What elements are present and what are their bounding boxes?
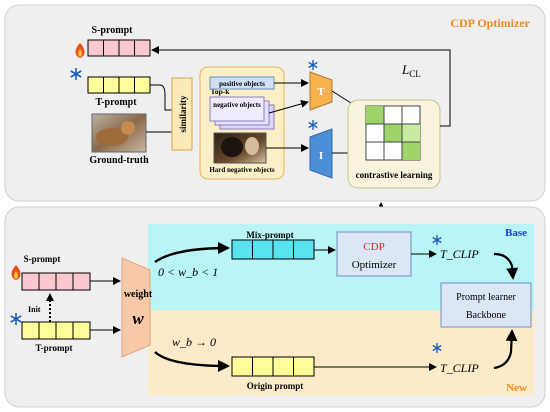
- prompt-learner-label: Prompt learner: [456, 292, 516, 303]
- snowflake-icon: [10, 313, 22, 325]
- snowflake-icon: [432, 235, 442, 245]
- base-label: Base: [505, 227, 527, 239]
- hard-negative-image: [213, 132, 267, 164]
- optimizer-label: Optimizer: [352, 259, 397, 271]
- t-encoder-label: T: [317, 86, 325, 98]
- t-prompt-token-bar-bottom: [21, 321, 91, 340]
- new-label: New: [506, 382, 527, 394]
- init-label: Init: [28, 305, 41, 314]
- i-encoder-label: I: [319, 150, 323, 162]
- top-k-label: Top-k: [211, 87, 231, 96]
- t-clip-bottom: T_CLIP: [440, 361, 479, 375]
- mix-prompt-token-bar: [231, 239, 315, 260]
- s-prompt-label-bottom: S-prompt: [24, 254, 61, 264]
- snowflake-icon: [70, 68, 82, 80]
- origin-prompt-label: Origin prompt: [247, 381, 304, 391]
- fire-icon: [75, 43, 85, 58]
- t-prompt-label: T-prompt: [95, 97, 137, 108]
- i-encoder: [309, 128, 333, 179]
- similarity-box: [171, 77, 193, 151]
- t-clip-top: T_CLIP: [440, 247, 479, 261]
- contrastive-learning-label: contrastive learning: [356, 170, 433, 180]
- base-weight-condition: 0 < w_b < 1: [158, 265, 218, 279]
- ground-truth-image: [91, 113, 147, 153]
- t-prompt-token-bar: [87, 76, 151, 94]
- t-prompt-label-bottom: T-prompt: [35, 343, 72, 353]
- panel-title: CDP Optimizer: [450, 16, 530, 30]
- cdp-label: CDP: [363, 241, 384, 253]
- weight-symbol: w: [132, 309, 144, 328]
- weight-block: [121, 257, 151, 358]
- s-prompt-token-bar-bottom: [21, 272, 91, 291]
- t-encoder: [309, 71, 333, 111]
- s-prompt-token-bar: [87, 39, 151, 57]
- similarity-matrix: [365, 105, 421, 161]
- ground-truth-label: Ground-truth: [89, 155, 149, 166]
- snowflake-icon: [308, 120, 318, 130]
- weight-label: weight: [124, 289, 153, 300]
- positive-objects-label: positive objects: [219, 80, 265, 88]
- origin-prompt-token-bar: [231, 356, 315, 377]
- s-prompt-label: S-prompt: [92, 25, 134, 36]
- fire-icon: [11, 265, 21, 280]
- loss-label: LCL: [401, 62, 421, 79]
- backbone-label: Backbone: [466, 310, 507, 321]
- similarity-label: similarity: [178, 95, 188, 132]
- snowflake-icon: [308, 60, 318, 70]
- hard-negative-label: Hard negative objects: [209, 166, 275, 174]
- negative-objects-box: [209, 96, 265, 122]
- prompt-learner-box: [440, 282, 532, 328]
- new-weight-condition: w_b → 0: [172, 335, 216, 349]
- cdp-optimizer-box: [336, 231, 412, 277]
- snowflake-icon: [432, 343, 442, 353]
- negative-objects-label: negative objects: [213, 101, 261, 109]
- mix-prompt-label: Mix-prompt: [246, 230, 293, 240]
